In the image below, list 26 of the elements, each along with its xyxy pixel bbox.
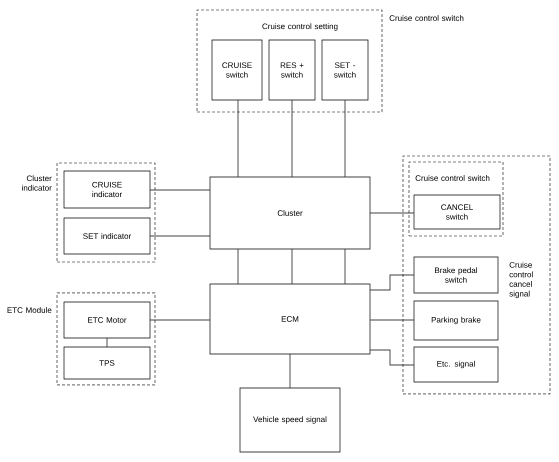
- component-box: Brake pedal switch: [414, 256, 498, 294]
- connector-line: [370, 274, 414, 290]
- group-label: Cruise control setting: [262, 23, 338, 31]
- connector-line: [344, 100, 346, 177]
- component-box: ECM: [210, 284, 370, 354]
- component-box: ETC Motor: [64, 302, 150, 338]
- group-label: ETC Module: [8, 307, 52, 313]
- group-label: Cluster indicator: [22, 175, 52, 191]
- component-box: Cluster: [210, 176, 370, 250]
- connector-line: [370, 212, 414, 214]
- component-box: Parking brake: [414, 300, 498, 340]
- component-box: Etc. signal: [414, 346, 498, 382]
- component-box: TPS: [64, 346, 150, 380]
- component-box: CANCEL switch: [414, 194, 500, 230]
- component-box: RES + switch: [268, 40, 316, 100]
- group-label: Cruise control switch: [416, 175, 490, 181]
- connector-line: [106, 338, 108, 347]
- component-box: SET indicator: [64, 218, 150, 254]
- component-box: CRUISE switch: [212, 40, 262, 100]
- component-box: Vehicle speed signal: [240, 388, 340, 452]
- connector-line: [370, 350, 414, 366]
- component-box: SET - switch: [322, 40, 368, 100]
- connector-line: [344, 248, 346, 284]
- group-label: Cruise control cancel signal: [509, 262, 533, 298]
- group-label: Cruise control switch: [390, 15, 464, 21]
- component-box: CRUISE indicator: [64, 170, 150, 208]
